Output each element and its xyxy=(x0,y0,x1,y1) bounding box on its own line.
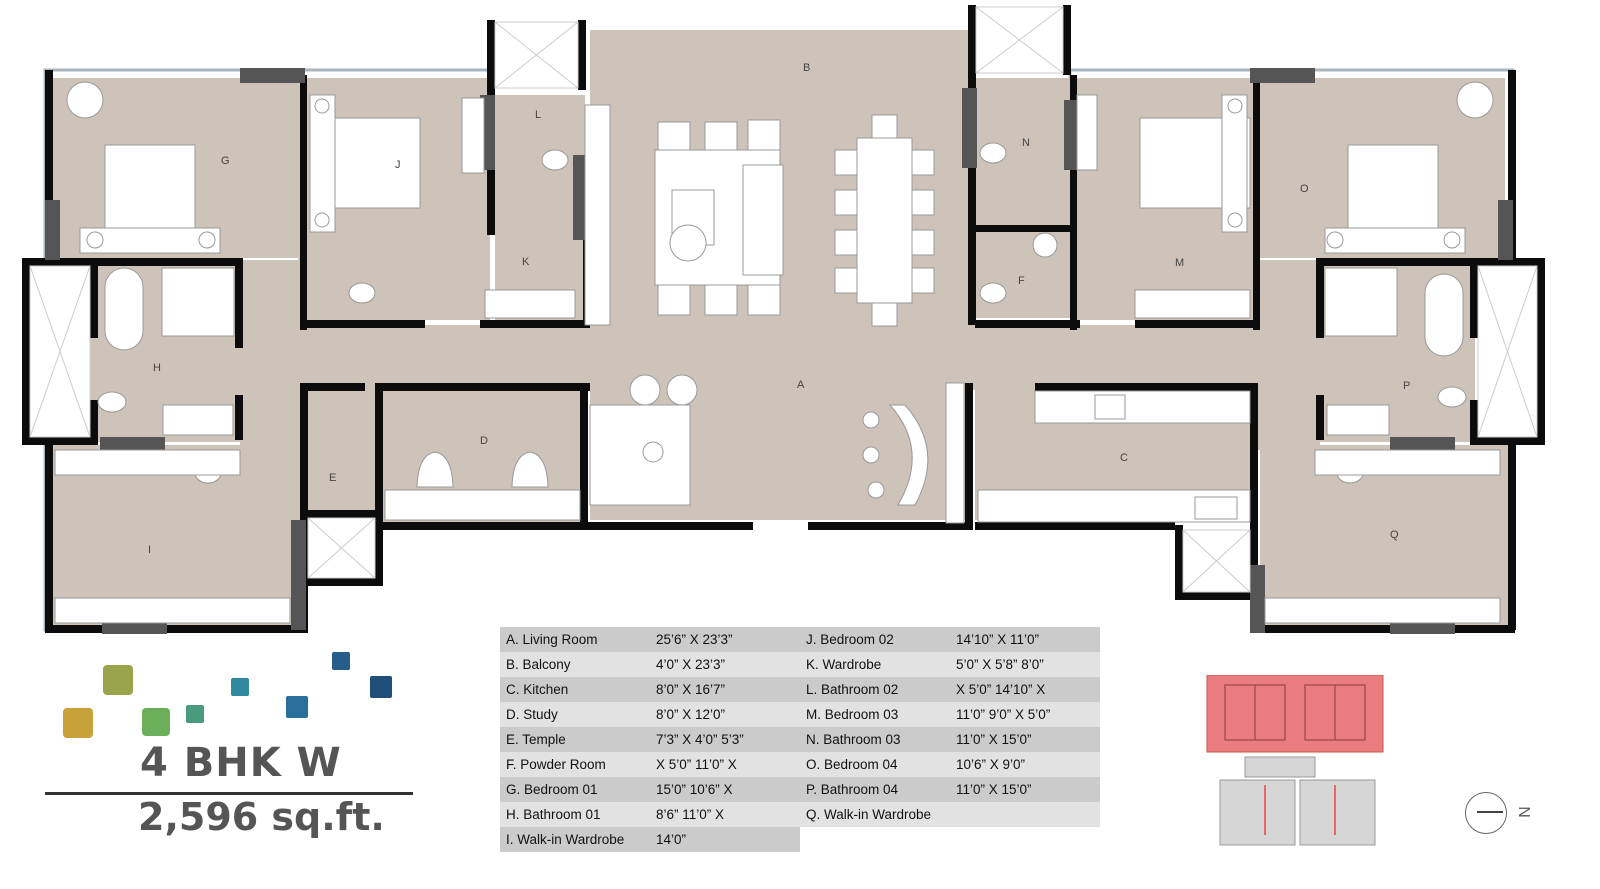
brand-logo xyxy=(40,650,420,840)
room-label-i: I xyxy=(148,544,151,556)
room-label-f: F xyxy=(1018,275,1025,287)
room-dimension-cell: 11’0” 9’0” X 5’0” xyxy=(950,702,1100,727)
room-label-d: D xyxy=(480,435,488,447)
room-dimension-cell xyxy=(950,802,1100,827)
room-dimension-cell: 11’0” X 15’0” xyxy=(950,777,1100,802)
logo-tile xyxy=(186,705,204,723)
room-label-p: P xyxy=(1403,380,1410,392)
room-dimension-cell: 14’0” xyxy=(650,827,800,852)
room-name-cell: L. Bathroom 02 xyxy=(800,677,950,702)
room-label-l: L xyxy=(535,109,541,121)
room-labels: A B C D E F G H I J K L M N O P Q xyxy=(148,62,1410,556)
room-label-c: C xyxy=(1120,452,1128,464)
title-divider xyxy=(45,792,413,795)
room-label-n: N xyxy=(1022,137,1030,149)
room-label-e: E xyxy=(329,472,336,484)
logo-tile xyxy=(332,652,350,670)
room-dimension-cell: X 5’0” 14’10” X xyxy=(950,677,1100,702)
shafts xyxy=(29,6,1538,593)
room-name-cell: I. Walk-in Wardrobe xyxy=(500,827,650,852)
room-name-cell: M. Bedroom 03 xyxy=(800,702,950,727)
room-name-cell: K. Wardrobe xyxy=(800,652,950,677)
logo-tile xyxy=(142,708,170,736)
room-name-cell: B. Balcony xyxy=(500,652,650,677)
kitchen-counter xyxy=(1034,390,1251,424)
compass-north-label: N xyxy=(1514,806,1532,818)
compass-needle xyxy=(1477,811,1503,813)
room-name-cell: J. Bedroom 02 xyxy=(800,627,950,652)
key-plan-highlight xyxy=(1206,675,1384,753)
bathtub-h xyxy=(104,267,144,351)
room-name-cell: A. Living Room xyxy=(500,627,650,652)
room-dimension-cell: 7’3” X 4’0” 5’3” xyxy=(650,727,800,752)
room-label-o: O xyxy=(1300,183,1309,195)
logo-tile xyxy=(370,676,392,698)
room-name-cell: D. Study xyxy=(500,702,650,727)
room-name-cell xyxy=(800,827,950,852)
room-label-q: Q xyxy=(1390,529,1399,541)
room-label-k: K xyxy=(522,256,530,268)
room-name-cell: G. Bedroom 01 xyxy=(500,777,650,802)
room-name-cell: H. Bathroom 01 xyxy=(500,802,650,827)
unit-area: 2,596 sq.ft. xyxy=(138,795,385,839)
room-name-cell: F. Powder Room xyxy=(500,752,650,777)
room-label-m: M xyxy=(1175,257,1184,269)
bathtub-p xyxy=(1424,273,1464,357)
floor-area xyxy=(50,30,1510,625)
room-dimension-cell xyxy=(950,827,1100,852)
unit-type-title: 4 BHK W xyxy=(140,740,342,786)
key-plan xyxy=(1206,675,1384,846)
logo-tile xyxy=(231,678,249,696)
room-label-b: B xyxy=(803,62,810,74)
dining-table xyxy=(856,137,913,304)
room-dimension-cell: 8’0” X 16’7” xyxy=(650,677,800,702)
floor-plan: A B C D E F G H I J K L M N O P Q xyxy=(22,5,1545,634)
room-dimension-cell: 25’6” X 23’3” xyxy=(650,627,800,652)
room-name-cell: E. Temple xyxy=(500,727,650,752)
lounge-sofa xyxy=(589,404,691,506)
room-dimension-cell: 11’0” X 15’0” xyxy=(950,727,1100,752)
room-name-cell: P. Bathroom 04 xyxy=(800,777,950,802)
room-dimension-cell: 14’10” X 11’0” xyxy=(950,627,1100,652)
logo-tile xyxy=(63,708,93,738)
room-dimension-cell: 8’6” 11’0” X xyxy=(650,802,800,827)
logo-tile xyxy=(286,696,308,718)
logo-tile xyxy=(103,665,133,695)
room-name-cell: N. Bathroom 03 xyxy=(800,727,950,752)
room-dimension-cell: 4’0” X 23’3” xyxy=(650,652,800,677)
furniture xyxy=(54,81,1501,624)
room-dimension-cell: 15’0” 10’6” X xyxy=(650,777,800,802)
room-label-h: H xyxy=(153,362,161,374)
room-name-cell: O. Bedroom 04 xyxy=(800,752,950,777)
room-dimension-cell: 5’0” X 5’8” 8’0” xyxy=(950,652,1100,677)
room-label-g: G xyxy=(221,155,230,167)
room-dimension-cell: 10’6” X 9’0” xyxy=(950,752,1100,777)
room-label-j: J xyxy=(395,159,401,171)
compass-icon xyxy=(1465,792,1507,834)
room-label-a: A xyxy=(797,379,805,391)
room-name-cell: Q. Walk-in Wardrobe xyxy=(800,802,950,827)
room-dimension-cell: X 5’0” 11’0” X xyxy=(650,752,800,777)
room-name-cell: C. Kitchen xyxy=(500,677,650,702)
room-dimension-cell: 8’0” X 12’0” xyxy=(650,702,800,727)
